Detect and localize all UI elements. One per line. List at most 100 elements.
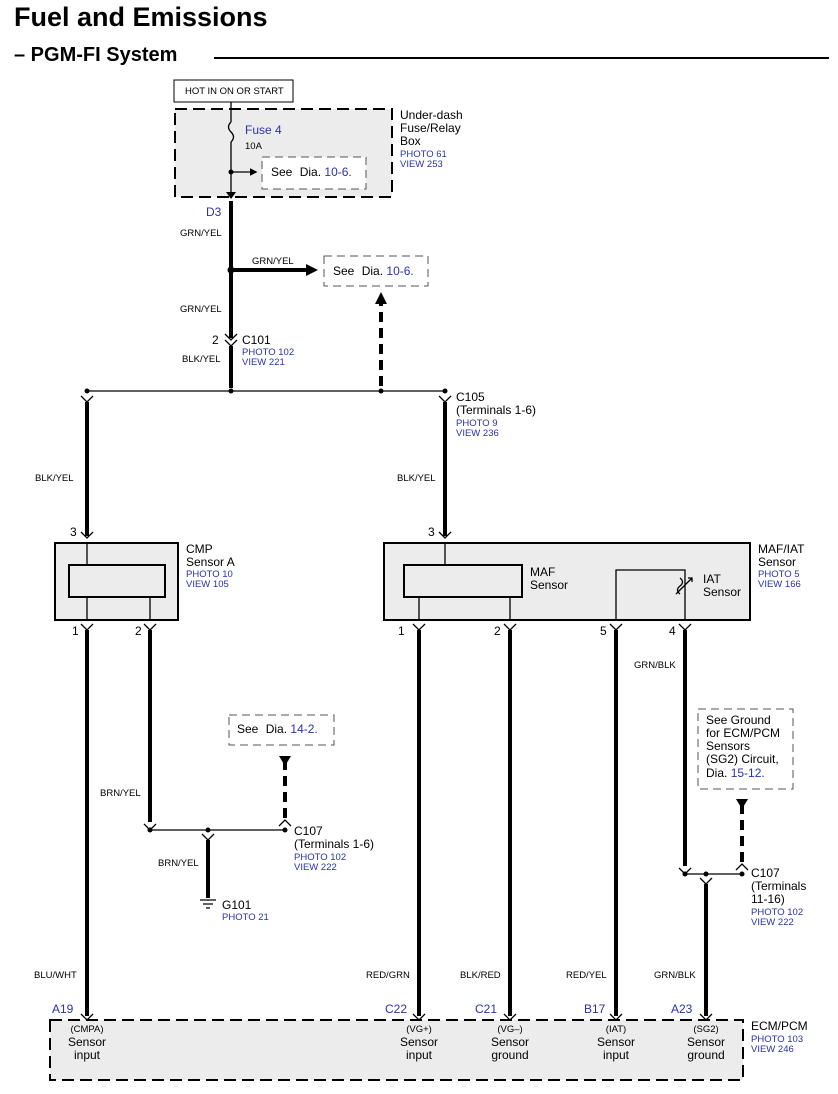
branch-see: See (333, 264, 355, 278)
wire-label-grnblk-2: GRN/BLK (654, 970, 696, 981)
fuse-rating: 10A (245, 141, 262, 152)
ecm-b17-signal: (IAT) (605, 1024, 627, 1035)
branch-see-box (323, 255, 429, 287)
c107-right-chevron-3 (735, 863, 749, 871)
c107-right-node-2 (703, 871, 709, 877)
cmp-pin2-chevron (143, 623, 157, 631)
c101-photo: PHOTO 102 (242, 347, 295, 358)
ecm-pin-a19: A19 (52, 1002, 74, 1016)
cmp-pin-1: 1 (72, 624, 79, 638)
see-14-2-box (228, 714, 335, 746)
hot-label: HOT IN ON OR START (185, 86, 284, 97)
fusebox-see-text: See Dia. 10-6. (271, 166, 352, 179)
c107-right-name: C107 (751, 866, 780, 880)
wire-label-brnyel-2: BRN/YEL (158, 858, 199, 869)
c107-left-node-3 (282, 827, 288, 833)
c105-view: VIEW 236 (456, 428, 499, 439)
see-ground-ref: 15-12. (730, 766, 765, 780)
mafiat-name: MAF/IAT (758, 542, 805, 556)
c107-right-terms-2: 11-16) (751, 892, 785, 906)
cmp-pin-3: 3 (70, 525, 77, 539)
wire-label-grnyel-1: GRN/YEL (180, 228, 222, 239)
wire-label-blkyel-left: BLK/YEL (35, 473, 74, 484)
wire-label-redgrn: RED/GRN (366, 970, 410, 981)
see-ground-1: See Ground (706, 713, 771, 727)
branch-see-text: See Dia. 10-6. (333, 265, 414, 278)
ecm-c21-signal: (VG–) (497, 1024, 523, 1035)
c101-view: VIEW 221 (242, 357, 285, 368)
mafiat-sensor: Sensor (758, 555, 797, 569)
maf-pin5-chevron (609, 623, 623, 631)
ecm-c21-l1: Sensor (490, 1035, 530, 1049)
c105-terms: (Terminals 1-6) (456, 403, 537, 417)
cmp-pin-2: 2 (135, 624, 142, 638)
ecm-a23-l1: Sensor (686, 1035, 726, 1049)
see-ground-2: for ECM/PCM (706, 726, 781, 740)
maf-label-2: Sensor (530, 578, 569, 592)
c107-left-chevron-3 (278, 819, 292, 827)
fusebox-ref: 10-6. (324, 165, 352, 179)
ecm-c21-l2: ground (491, 1048, 529, 1062)
c107-left-node-1 (147, 827, 153, 833)
fusebox-see: See (271, 165, 293, 179)
maf-pin-5: 5 (600, 624, 607, 638)
terminal-d3: D3 (206, 205, 222, 219)
c101-name: C101 (242, 333, 271, 347)
see-14-2-dia: Dia. (265, 722, 288, 736)
cmp-sensor-element (68, 564, 166, 598)
g101-ground-icon (200, 899, 216, 909)
wire-label-brnyel-1: BRN/YEL (100, 788, 141, 799)
iat-label-2: Sensor (703, 585, 742, 599)
cmp-name-1: CMP (186, 542, 213, 556)
maf-pin3-chevron (438, 531, 452, 539)
c101-pin: 2 (212, 333, 219, 347)
maf-pin-2: 2 (494, 624, 501, 638)
see-ground-box (697, 708, 794, 790)
mafiat-photo: PHOTO 5 (758, 569, 800, 580)
hot-label-box (173, 79, 294, 103)
c105-node-2 (228, 388, 234, 394)
c107-left-node-2 (205, 827, 211, 833)
fuse-out-arrow (226, 192, 236, 199)
wire-label-blkred: BLK/RED (460, 970, 501, 981)
fusebox-name-2: Fuse/Relay (400, 121, 461, 135)
cmp-name-2: Sensor A (186, 555, 235, 569)
wire-label-blkyel-c101: BLK/YEL (182, 354, 221, 365)
g101-photo: PHOTO 21 (222, 912, 269, 923)
wire-label-grnyel-branch: GRN/YEL (252, 256, 294, 267)
c105-chevron-left (80, 395, 94, 403)
iat-label-1: IAT (703, 572, 721, 586)
ecm-pin-c22: C22 (385, 1002, 408, 1016)
see-ground-5: Dia. 15-12. (706, 767, 765, 780)
section-rule (214, 57, 829, 59)
wire-label-redyel: RED/YEL (566, 970, 607, 981)
fuse-label: Fuse 4 (245, 123, 282, 137)
branch-ref: 10-6. (386, 264, 414, 278)
see-14-2-arrow (279, 756, 291, 766)
c107-left-terms: (Terminals 1-6) (294, 837, 375, 851)
maf-label-1: MAF (530, 565, 556, 579)
c105-name: C105 (456, 390, 485, 404)
c107-left-chevron-2 (201, 833, 215, 841)
dashed-arrowhead (375, 292, 387, 304)
c107-left-view: VIEW 222 (294, 862, 337, 873)
maf-pin-4: 4 (669, 624, 676, 638)
fusebox-dia: Dia. (299, 165, 322, 179)
ecm-pin-a23: A23 (671, 1002, 693, 1016)
section-header: – PGM-FI System (14, 44, 829, 72)
see-ground-3: Sensors (706, 739, 751, 753)
branch-dia: Dia. (361, 264, 384, 278)
wire-label-blkyel-right: BLK/YEL (397, 473, 436, 484)
mafiat-view: VIEW 166 (758, 579, 801, 590)
ecm-pcm-box (49, 1019, 744, 1081)
iat-internal-wire (615, 569, 686, 620)
see-ground-4: (SG2) Circuit, (706, 752, 779, 766)
c105-node-4 (442, 388, 448, 394)
c107-right-view: VIEW 222 (751, 917, 794, 928)
cmp-view: VIEW 105 (186, 579, 229, 590)
see-14-2-ref: 14-2. (290, 722, 318, 736)
fusebox-see-box (261, 156, 367, 190)
c107-right-chevron-2 (699, 877, 713, 885)
ecm-a19-signal: (CMPA) (70, 1024, 104, 1035)
